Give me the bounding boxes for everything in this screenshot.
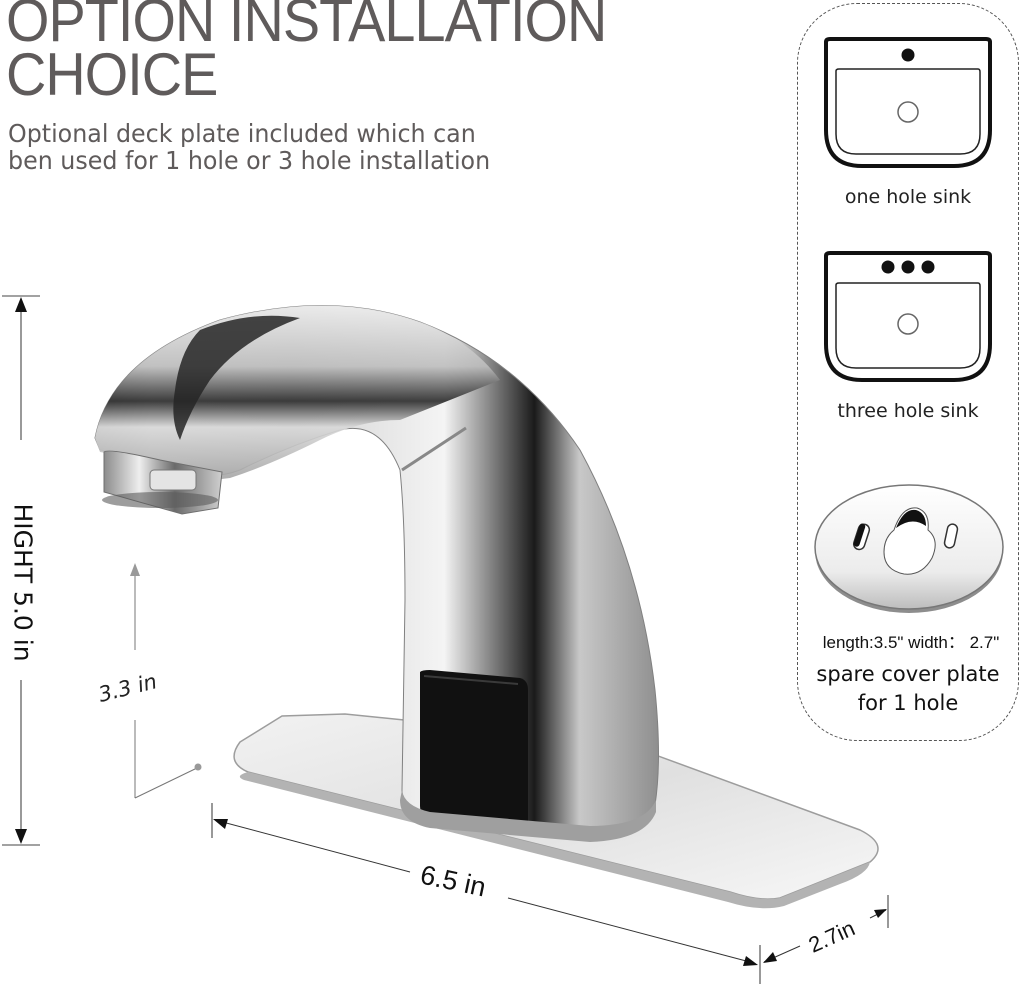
height-dimension-label: HIGHT 5.0 in	[8, 503, 38, 662]
subtitle-line-1: Optional deck plate included which can	[8, 119, 476, 148]
cover-plate-icon	[814, 484, 1004, 613]
title-line-2: CHOICE	[6, 41, 218, 108]
title-line-1: OPTION INSTALLATION	[6, 0, 607, 54]
subtitle: Optional deck plate included which can b…	[8, 120, 490, 174]
sensor-window	[420, 670, 528, 830]
cover-plate-dimensions: length:3.5" width： 2.7"	[822, 633, 1000, 652]
cover-plate-caption: spare cover plate for 1 hole	[797, 660, 1019, 718]
page-title: OPTION INSTALLATION CHOICE	[6, 0, 607, 108]
faucet-image	[94, 305, 879, 909]
cover-plate-caption-line-2: for 1 hole	[857, 691, 959, 715]
sink-three-hole-icon	[824, 251, 992, 382]
one-hole-sink-label: one hole sink	[844, 186, 972, 208]
cover-plate-caption-line-1: spare cover plate	[816, 662, 1000, 686]
subtitle-line-2: ben used for 1 hole or 3 hole installati…	[8, 146, 491, 175]
installation-options-panel	[797, 3, 1019, 741]
three-hole-sink-label: three hole sink	[837, 400, 979, 422]
sink-one-hole-icon	[824, 37, 992, 168]
